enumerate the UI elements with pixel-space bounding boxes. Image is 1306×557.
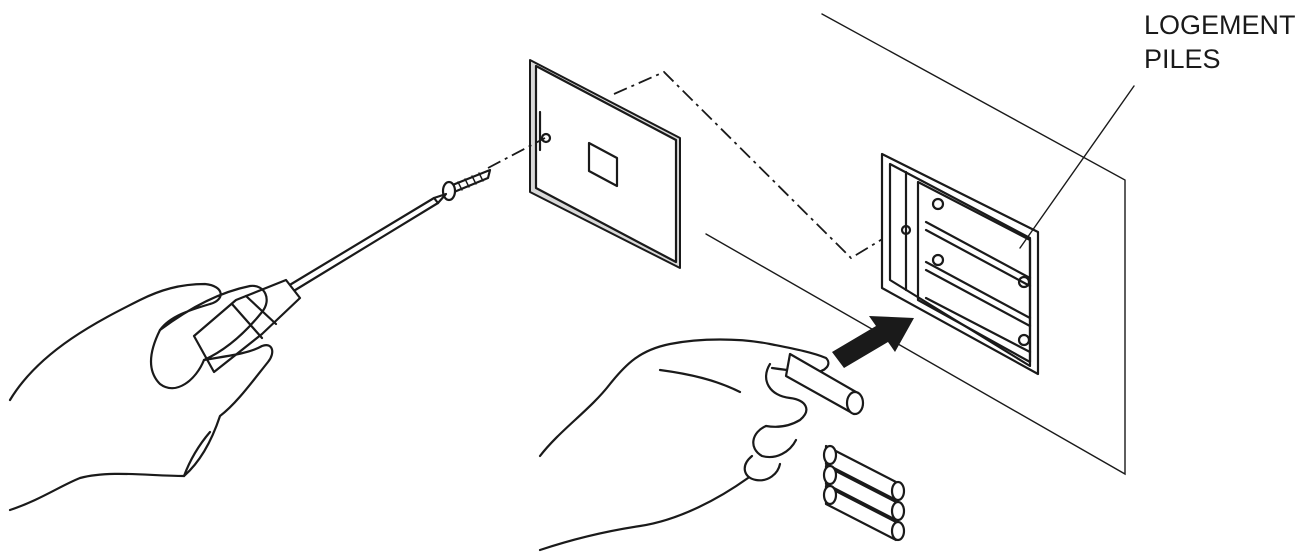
insert-arrow xyxy=(832,316,914,368)
battery-1 xyxy=(822,444,906,502)
alignment-guide-lines xyxy=(487,70,905,260)
screwdriver xyxy=(192,192,448,374)
callout-label-line2: PILES xyxy=(1144,44,1221,74)
left-hand xyxy=(8,282,274,512)
battery-compartment xyxy=(880,152,1040,376)
battery-2 xyxy=(822,464,906,522)
battery-3 xyxy=(822,484,906,542)
right-hand xyxy=(538,338,830,552)
loose-batteries xyxy=(822,444,906,542)
callout-leader-line xyxy=(1019,85,1135,249)
battery-in-hand xyxy=(784,352,865,416)
battery-cover-plate xyxy=(529,59,681,269)
wall-panel xyxy=(705,13,1126,476)
callout-label-line1: LOGEMENT xyxy=(1144,10,1296,40)
screw xyxy=(441,168,492,202)
